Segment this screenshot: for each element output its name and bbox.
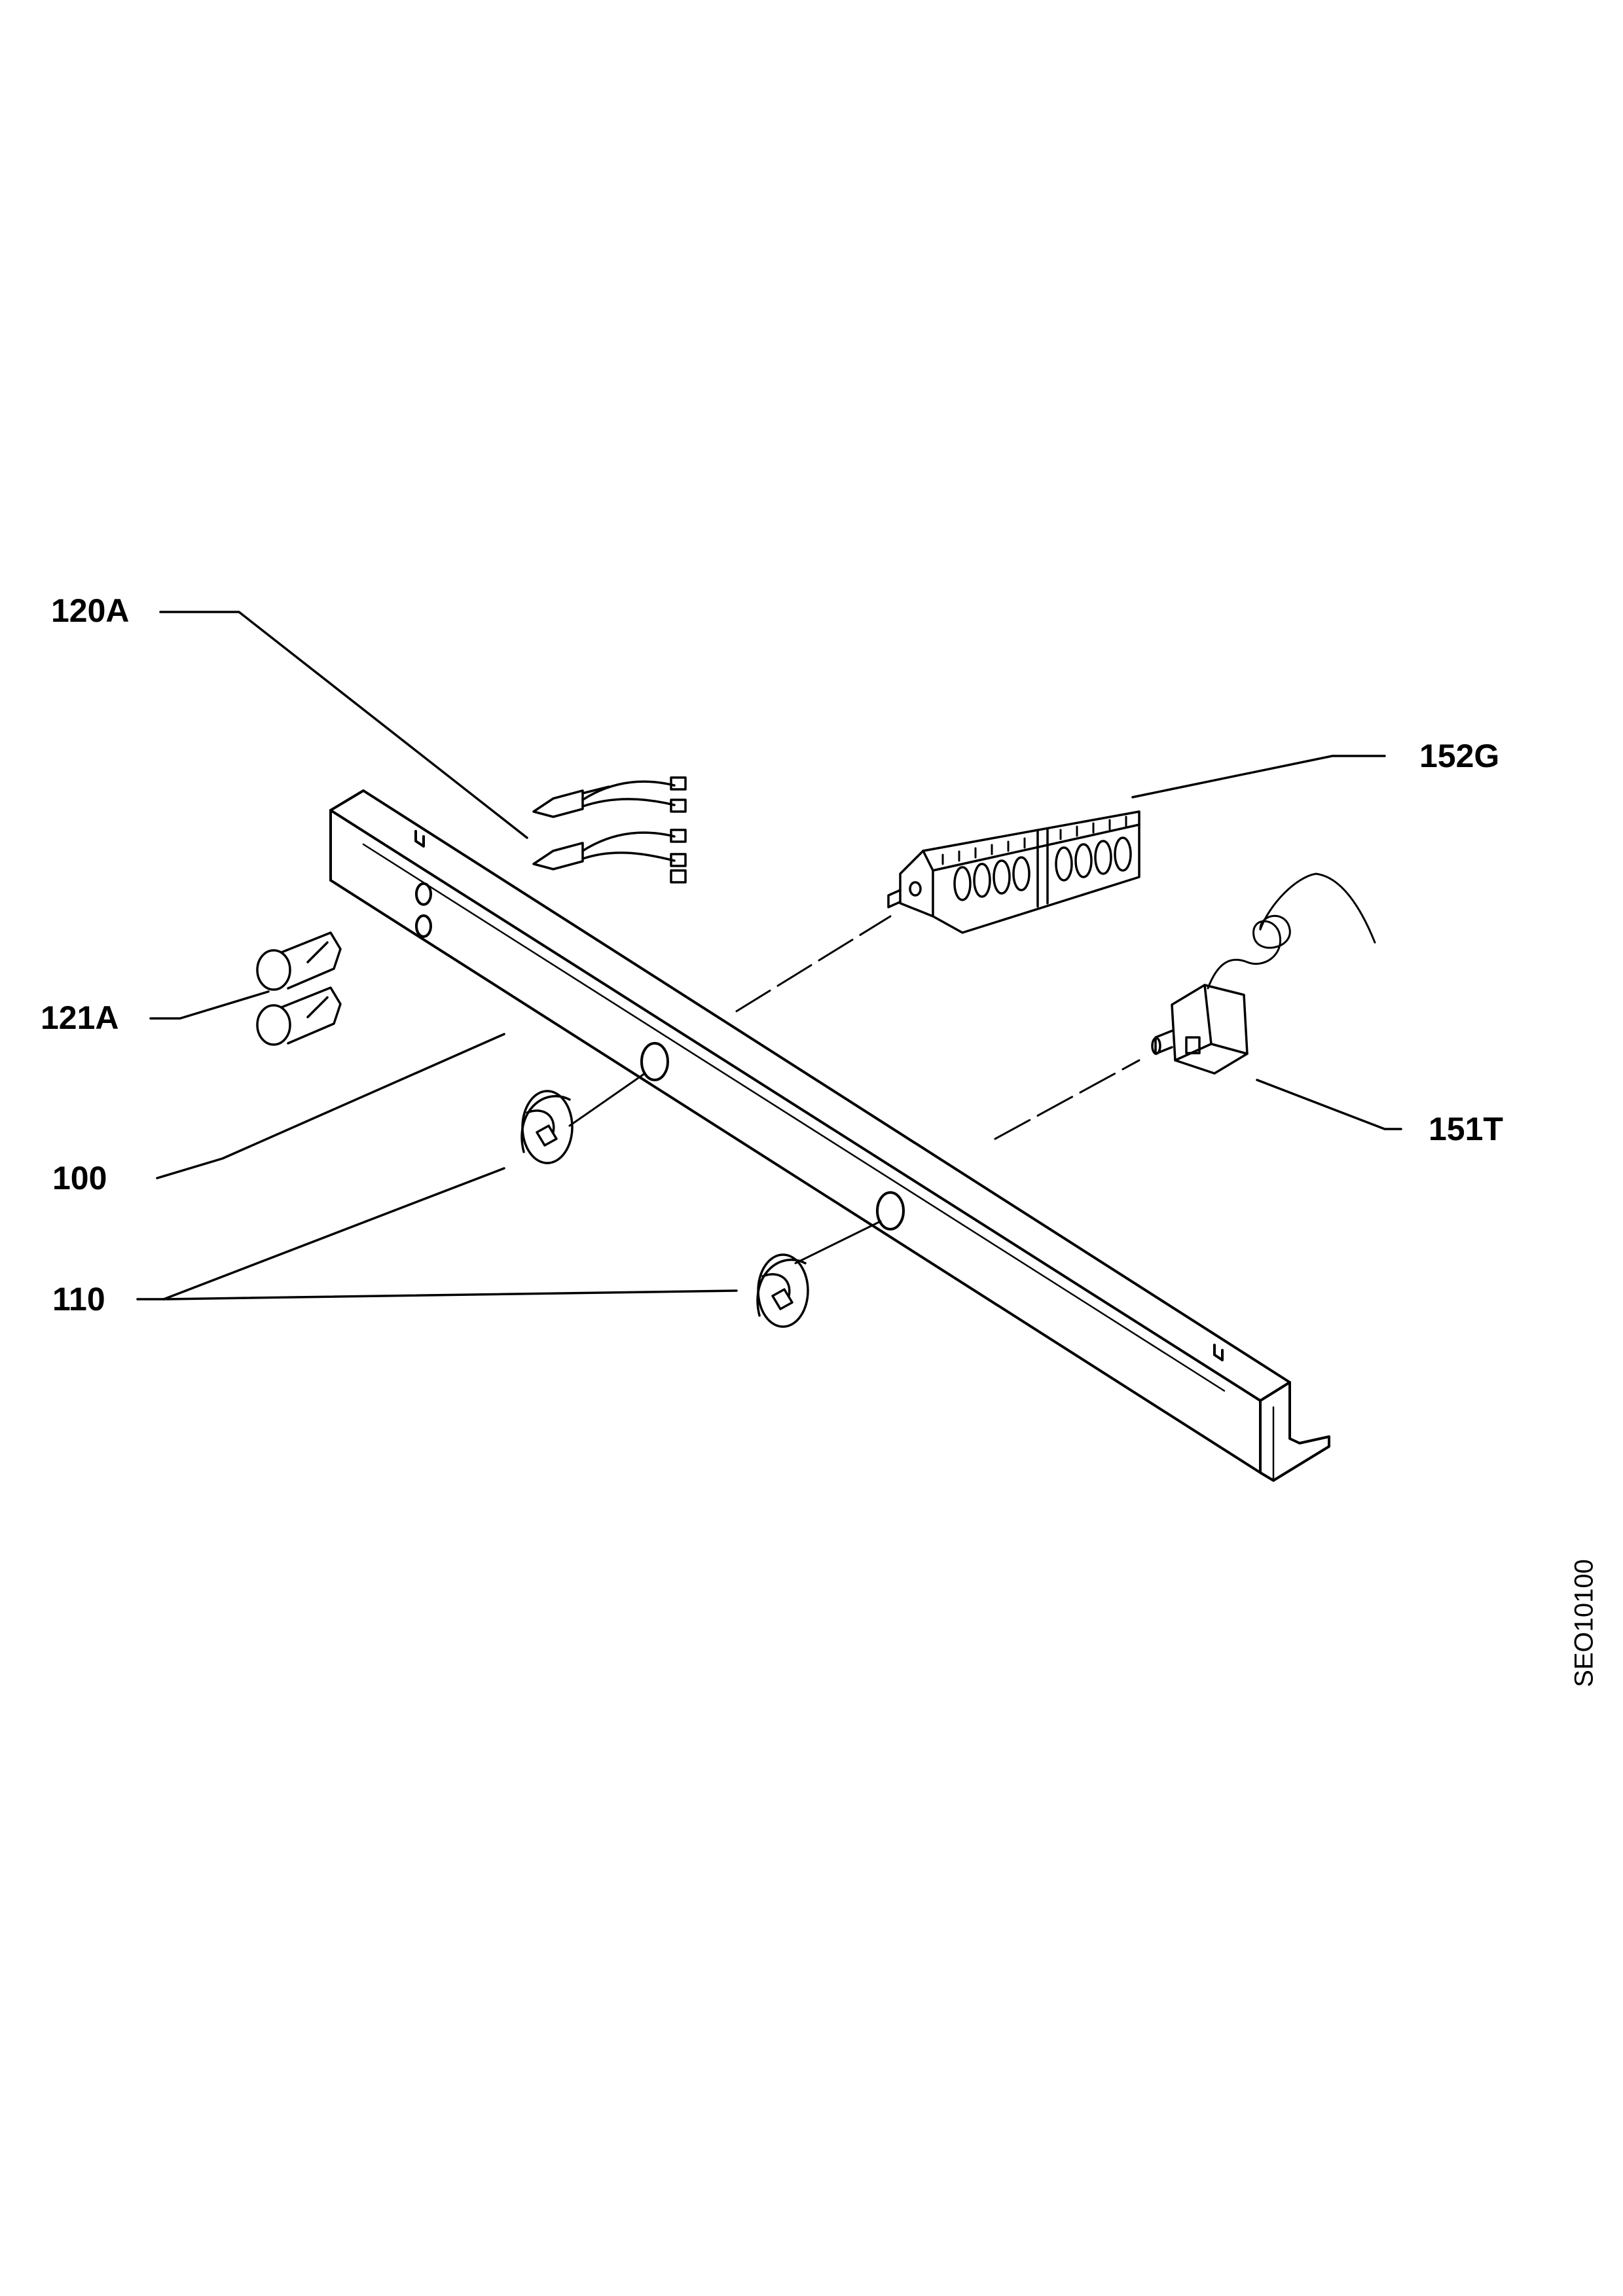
switch-lamps — [532, 776, 687, 884]
label-lamp-caps: 121A — [41, 999, 119, 1036]
knob-axis-lines — [568, 1072, 882, 1265]
control-panel-rail — [329, 789, 1330, 1482]
lamp-caps — [256, 931, 342, 1046]
control-knobs — [520, 1090, 809, 1328]
thermostat — [1151, 872, 1376, 1075]
label-switch-lamps: 120A — [51, 592, 130, 629]
label-control-panel: 100 — [52, 1160, 107, 1196]
leader-lines — [136, 611, 1402, 1300]
label-selector-switch: 152G — [1419, 738, 1500, 774]
selector-switch — [887, 810, 1140, 934]
drawing-code: SEO10100 — [1569, 1559, 1599, 1687]
assembly-lines — [735, 915, 1140, 1140]
label-thermostat: 151T — [1429, 1111, 1503, 1147]
label-knobs: 110 — [52, 1281, 105, 1318]
